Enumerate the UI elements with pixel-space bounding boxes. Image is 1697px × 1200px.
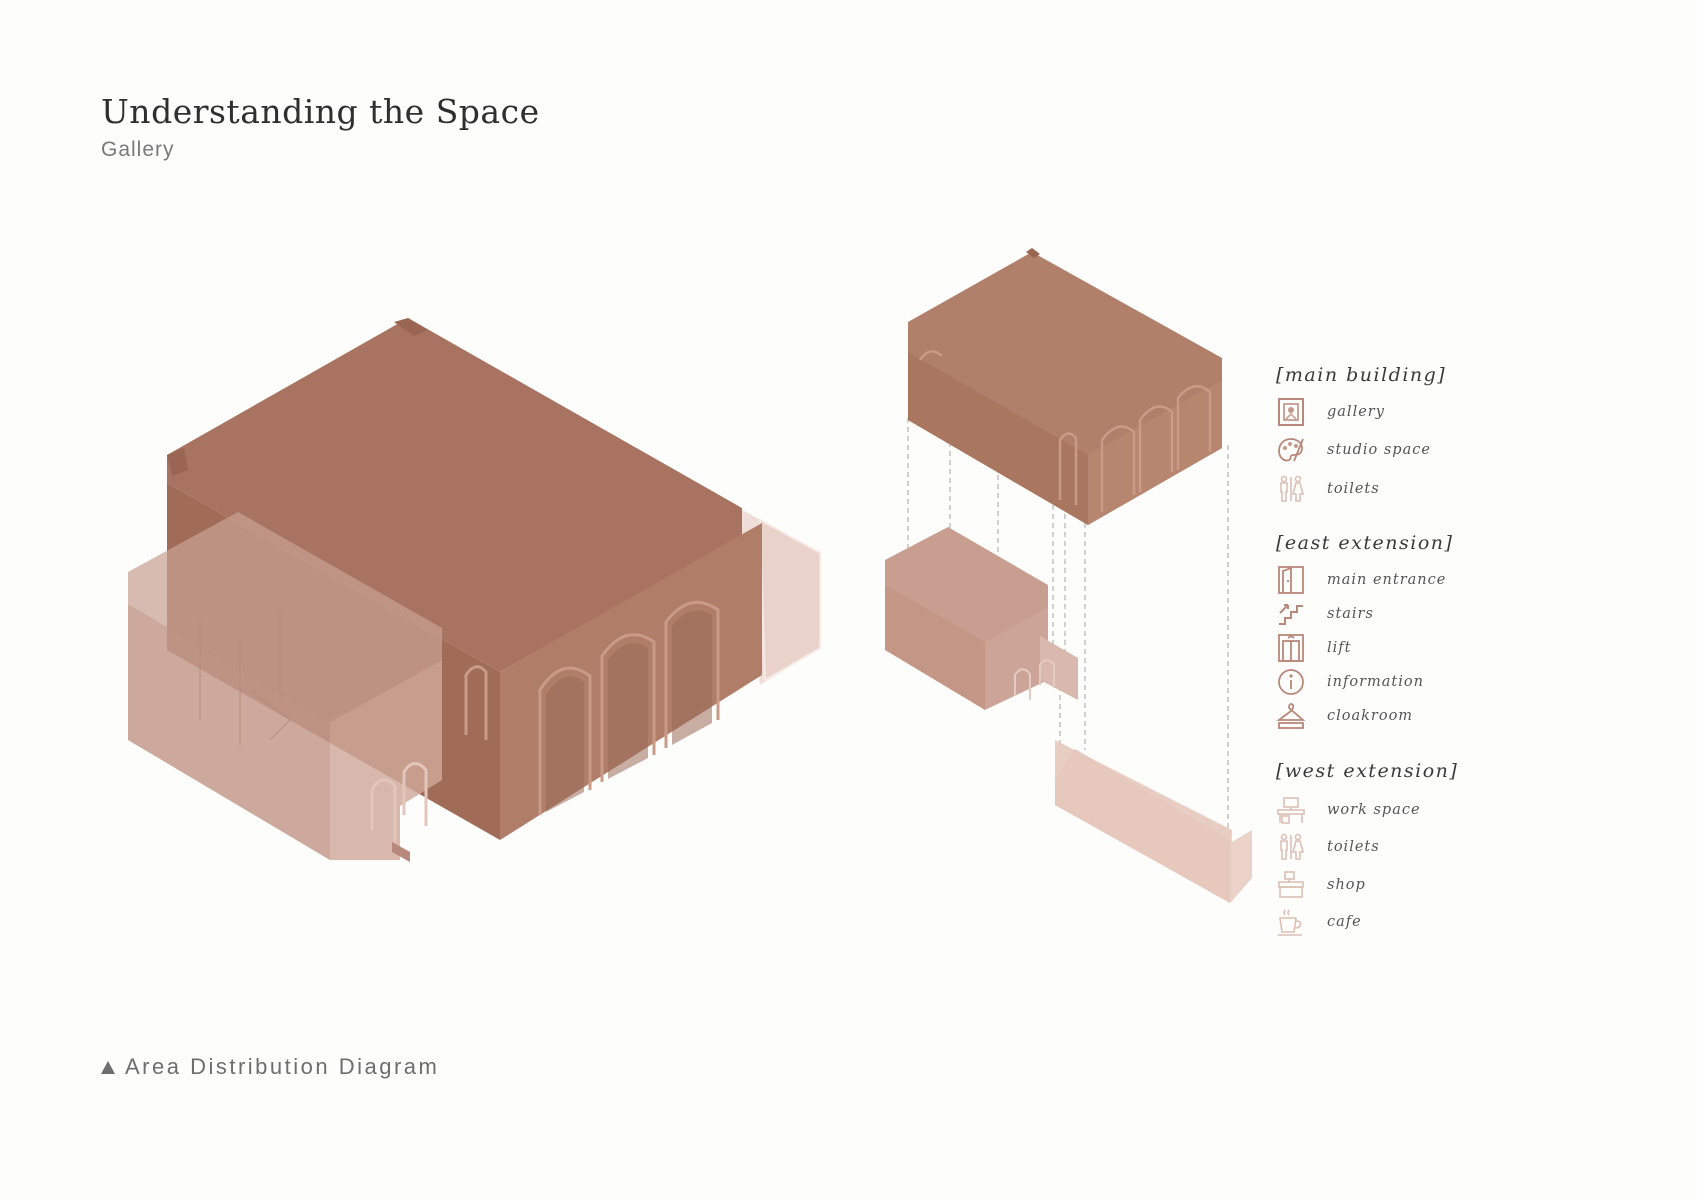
coffee-cup-icon — [1278, 909, 1302, 936]
legend-item-cloakroom: cloakroom — [1276, 701, 1412, 731]
legend-label-work-space: work space — [1327, 802, 1421, 818]
legend-item-cafe: cafe — [1276, 907, 1361, 937]
legend-item-lift: lift — [1276, 633, 1350, 663]
legend-label-main-entrance: main entrance — [1327, 572, 1447, 588]
legend-label-gallery: gallery — [1327, 404, 1385, 420]
legend-item-gallery: gallery — [1276, 397, 1384, 427]
door-icon — [1278, 566, 1304, 594]
assembled-main-roof — [167, 318, 742, 672]
stairs-icon — [1279, 604, 1303, 625]
info-icon — [1278, 669, 1304, 695]
legend-label-toilets-west: toilets — [1327, 839, 1380, 855]
legend-item-toilets-west: toilets — [1276, 832, 1379, 862]
legend-item-studio-space: studio space — [1276, 435, 1430, 465]
toilets-icon — [1280, 833, 1305, 860]
legend-label-stairs: stairs — [1327, 606, 1374, 622]
caption-text: Area Distribution Diagram — [125, 1054, 440, 1079]
shop-counter-icon — [1278, 871, 1304, 898]
legend-label-lift: lift — [1327, 640, 1352, 656]
exploded-view — [885, 248, 1252, 903]
paint-palette-icon — [1278, 438, 1304, 462]
legend-item-shop: shop — [1276, 870, 1365, 900]
legend-label-toilets-main: toilets — [1327, 481, 1380, 497]
legend-group-title-west-extension: [west extension] — [1276, 760, 1459, 782]
legend-item-stairs: stairs — [1276, 599, 1373, 629]
assembled-east-extension-top — [128, 512, 442, 722]
desk-icon — [1277, 797, 1305, 824]
triangle-icon — [101, 1060, 115, 1074]
legend-label-cafe: cafe — [1327, 914, 1362, 930]
legend-item-work-space: work space — [1276, 795, 1420, 825]
legend-label-shop: shop — [1327, 877, 1366, 893]
legend-label-studio-space: studio space — [1327, 442, 1431, 458]
coat-hanger-icon — [1276, 703, 1306, 729]
legend-label-information: information — [1327, 674, 1424, 690]
legend-group-title-main-building: [main building] — [1276, 364, 1447, 386]
legend-item-main-entrance: main entrance — [1276, 565, 1445, 595]
diagram-caption: Area Distribution Diagram — [101, 1054, 439, 1080]
legend-label-cloakroom: cloakroom — [1327, 708, 1414, 724]
legend-item-information: information — [1276, 667, 1423, 697]
legend-group-title-east-extension: [east extension] — [1276, 532, 1454, 554]
page-title: Understanding the Space — [101, 92, 540, 131]
framed-picture-icon — [1278, 398, 1304, 426]
legend-item-toilets-main: toilets — [1276, 474, 1379, 504]
toilets-icon — [1280, 475, 1305, 502]
lift-icon — [1278, 634, 1304, 662]
page-subtitle: Gallery — [101, 138, 175, 161]
assembled-building — [128, 318, 821, 862]
